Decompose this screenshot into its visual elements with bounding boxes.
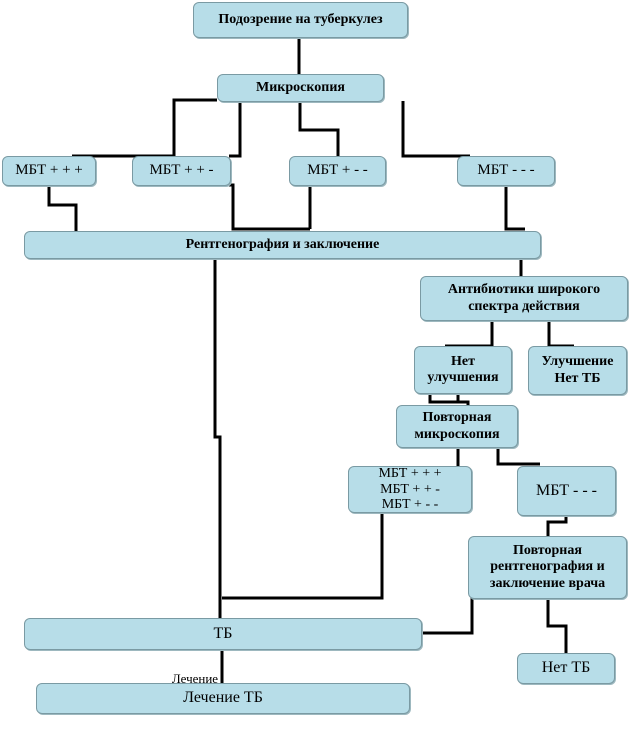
no-tb-label: Нет ТБ bbox=[541, 659, 591, 677]
repeat-microscopy-box: Повторная микроскопия bbox=[396, 405, 518, 448]
mbt-2plus-label: МБТ + + - bbox=[149, 162, 214, 179]
no-tb-box: Нет ТБ bbox=[517, 653, 615, 684]
treatment-label: Лечение ТБ bbox=[183, 689, 263, 707]
mbt-1plus-label: МБТ + - - bbox=[307, 162, 368, 179]
mbt-negative-repeat-box: МБТ - - - bbox=[517, 466, 616, 516]
tb-box: ТБ bbox=[24, 618, 422, 650]
repeat-microscopy-label: Повторная микроскопия bbox=[414, 410, 500, 442]
repeat-xray-box: Повторная рентгенография и заключение вр… bbox=[468, 536, 627, 599]
improvement-box: Улучшение Нет ТБ bbox=[528, 346, 627, 395]
no-improvement-label: Нет улучшения bbox=[427, 353, 499, 385]
mbt-negative-box: МБТ - - - bbox=[457, 156, 555, 186]
mbt-negative-label: МБТ - - - bbox=[477, 162, 535, 179]
no-improvement-box: Нет улучшения bbox=[414, 346, 512, 394]
mbt-1plus-box: МБТ + - - bbox=[289, 156, 386, 186]
mbt-positive-group-label: МБТ + + + МБТ + + - МБТ + - - bbox=[378, 466, 442, 513]
xray-box: Рентгенография и заключение bbox=[24, 231, 541, 259]
microscopy-box: Микроскопия bbox=[217, 74, 384, 102]
mbt-3plus-label: МБТ + + + bbox=[15, 162, 83, 179]
treatment-box: Лечение ТБ bbox=[36, 683, 410, 714]
repeat-xray-label: Повторная рентгенография и заключение вр… bbox=[489, 543, 606, 591]
mbt-negative-repeat-label: МБТ - - - bbox=[536, 481, 597, 499]
mbt-2plus-box: МБТ + + - bbox=[132, 156, 231, 186]
mbt-positive-group-box: МБТ + + + МБТ + + - МБТ + - - bbox=[348, 466, 472, 513]
suspicion-label: Подозрение на туберкулез bbox=[218, 11, 383, 27]
antibiotics-box: Антибиотики широкого спектра действия bbox=[420, 276, 628, 321]
xray-label: Рентгенография и заключение bbox=[185, 236, 380, 252]
tb-label: ТБ bbox=[213, 624, 233, 642]
improvement-label: Улучшение Нет ТБ bbox=[541, 354, 614, 386]
suspicion-box: Подозрение на туберкулез bbox=[193, 2, 408, 38]
antibiotics-label: Антибиотики широкого спектра действия bbox=[447, 282, 601, 314]
mbt-3plus-box: МБТ + + + bbox=[2, 156, 96, 186]
microscopy-label: Микроскопия bbox=[256, 79, 345, 95]
